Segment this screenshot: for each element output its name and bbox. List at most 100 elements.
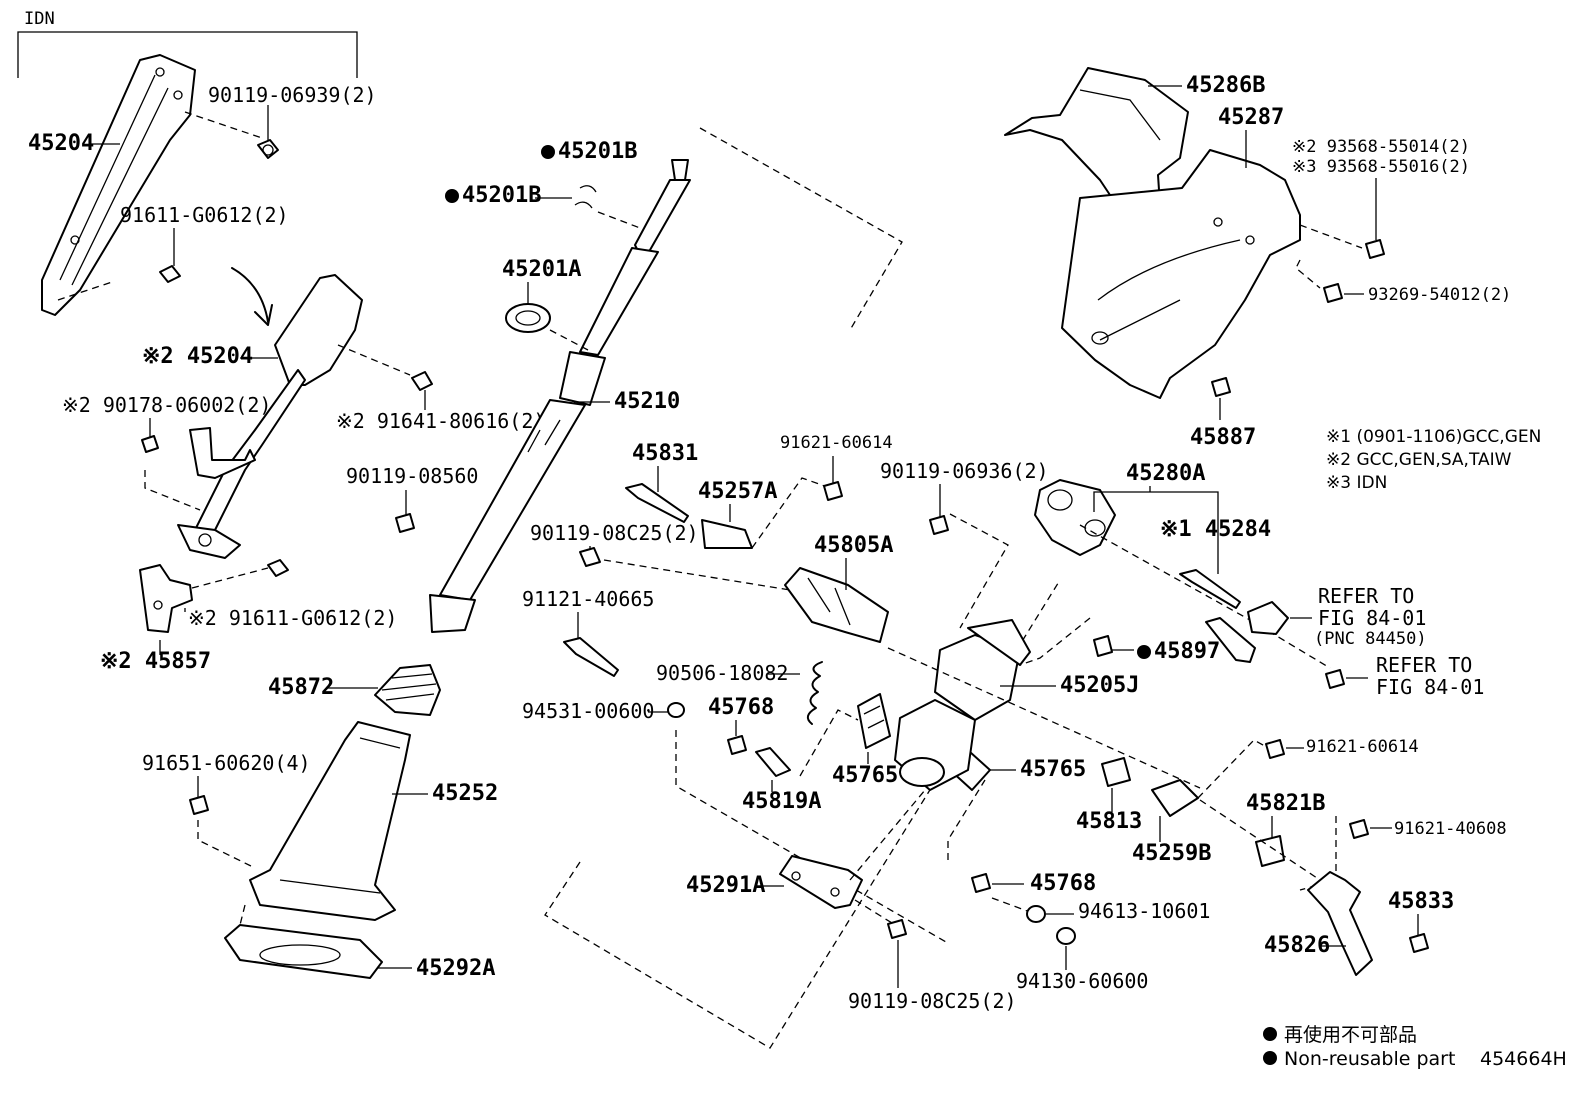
label-45201a: 45201A: [502, 257, 581, 282]
label-90119-06939: 90119-06939(2): [208, 83, 377, 107]
label-90119-08c25-a: 90119-08C25(2): [530, 521, 699, 545]
label-45768-b: 45768: [1030, 871, 1096, 896]
label-refer-2b: FIG 84-01: [1376, 675, 1484, 699]
plate-45821b: [1255, 835, 1285, 867]
label-45805a: 45805A: [814, 533, 893, 558]
bolt-91611-g0612-b: [267, 559, 289, 577]
bolt-91621-40608: [1349, 819, 1369, 839]
label-90506-18082: 90506-18082: [656, 661, 788, 685]
spacer-45813: [1101, 757, 1131, 787]
idn-bracket-group: IDN: [17, 9, 358, 78]
label-94130-60600: 94130-60600: [1016, 969, 1148, 993]
label-45205j: 45205J: [1060, 673, 1139, 698]
non-reusable-mark-45201b-2: [445, 189, 459, 203]
bolt-91641: [411, 371, 433, 391]
label-45291a: 45291A: [686, 873, 765, 898]
label-45201b-2: 45201B: [462, 183, 541, 208]
clip-45887: [1211, 377, 1231, 397]
label-45280a: 45280A: [1126, 461, 1205, 486]
label-refer-1b: FIG 84-01: [1318, 606, 1426, 630]
column-bracket-45204-part: [41, 54, 263, 316]
bolt-91621-60614-a: [823, 481, 843, 501]
lever-45826-part: [1307, 871, 1373, 976]
sleeve-45257a: [701, 519, 753, 549]
label-45765-b: 45765: [1020, 757, 1086, 782]
nut-45833: [1409, 933, 1429, 953]
column-assembly-45205j-part: [894, 619, 1031, 791]
bolt-45768-a: [727, 735, 747, 755]
label-refer-1c: (PNC 84450): [1314, 629, 1427, 649]
label-45292a: 45292A: [416, 956, 495, 981]
screw-93269: [1323, 283, 1343, 303]
legend-dot-japanese: [1263, 1027, 1277, 1041]
note-3: ※3 IDN: [1326, 473, 1387, 493]
bracket-45291a-part: [779, 855, 863, 909]
label-45831: 45831: [632, 441, 698, 466]
label-45897: 45897: [1154, 639, 1220, 664]
label-91611-g0612-a: 91611-G0612(2): [120, 203, 289, 227]
label-45252: 45252: [432, 781, 498, 806]
bolt-91651: [189, 795, 209, 815]
non-reusable-mark-45201b-1: [541, 145, 555, 159]
label-45259b: 45259B: [1132, 841, 1211, 866]
screw-45897: [1093, 635, 1113, 657]
bolt-90119-08560: [395, 513, 415, 533]
label-45284: ※1 45284: [1160, 517, 1271, 542]
label-91611-g0612-b: ※2 91611-G0612(2): [188, 606, 397, 630]
label-45768-a: 45768: [708, 695, 774, 720]
label-45287: 45287: [1218, 105, 1284, 130]
bracket-45857-part: [139, 564, 269, 633]
nut-94130: [1056, 927, 1076, 945]
gasket-45292a-part: [224, 924, 383, 979]
label-45257a: 45257A: [698, 479, 777, 504]
bushing-45765-a: [857, 693, 891, 749]
nut-90178: [141, 435, 159, 453]
label-refer-1a: REFER TO: [1318, 584, 1414, 608]
bolt-91611-g0612-a: [159, 265, 181, 283]
group-outline-shaft: [699, 127, 903, 331]
label-91621-60614-a: 91621-60614: [780, 433, 893, 453]
bolt-90119-06936: [929, 515, 949, 535]
label-refer-2a: REFER TO: [1376, 653, 1472, 677]
label-45201b-1: 45201B: [558, 139, 637, 164]
bolt-90119-08c25-a: [579, 547, 601, 567]
cover-45286b-part: [1004, 67, 1189, 211]
boot-45872-part: [374, 664, 441, 716]
label-45765-a: 45765: [832, 763, 898, 788]
label-91121-40665: 91121-40665: [522, 587, 654, 611]
note-1: ※1 (0901-1106)GCC,GEN: [1326, 427, 1541, 447]
label-91651-60620: 91651-60620(4): [142, 751, 311, 775]
label-90119-06936: 90119-06936(2): [880, 459, 1049, 483]
spring-90506: [806, 661, 823, 725]
legend-dot-english: [1263, 1051, 1277, 1065]
legend-japanese: 再使用不可部品: [1284, 1024, 1417, 1046]
group-outline-lower: [544, 579, 1061, 1049]
label-94613-10601: 94613-10601: [1078, 899, 1210, 923]
bolt-91621-60614-b: [1265, 739, 1285, 759]
sleeve-45259b: [1151, 779, 1199, 817]
cover-45287-part: [1061, 149, 1301, 399]
label-45210: 45210: [614, 389, 680, 414]
bolt-45831: [625, 483, 689, 523]
label-90178-06002: ※2 90178-06002(2): [62, 393, 271, 417]
transition-arrow: [231, 267, 269, 323]
seal-45201a: [505, 303, 551, 333]
label-45826: 45826: [1264, 933, 1330, 958]
label-91621-60614-b: 91621-60614: [1306, 737, 1419, 757]
nut-94613: [1026, 905, 1046, 923]
label-45204-alt: ※2 45204: [142, 344, 253, 369]
label-45857: ※2 45857: [100, 649, 211, 674]
switch-84450: [1247, 601, 1289, 635]
clip-45201b: [574, 185, 597, 209]
bolt-45768-b: [971, 873, 991, 893]
label-45887: 45887: [1190, 425, 1256, 450]
idn-header: IDN: [24, 9, 55, 29]
screw-93568: [1365, 239, 1385, 259]
non-reusable-mark-45897: [1137, 645, 1151, 659]
label-45821b: 45821B: [1246, 791, 1325, 816]
lock-set-45280a-part: [1034, 479, 1116, 556]
label-93269-54012: 93269-54012(2): [1368, 285, 1511, 305]
cable-84450: [1205, 617, 1256, 663]
label-45286b: 45286B: [1186, 73, 1265, 98]
label-91641-80616: ※2 91641-80616(2): [336, 409, 545, 433]
